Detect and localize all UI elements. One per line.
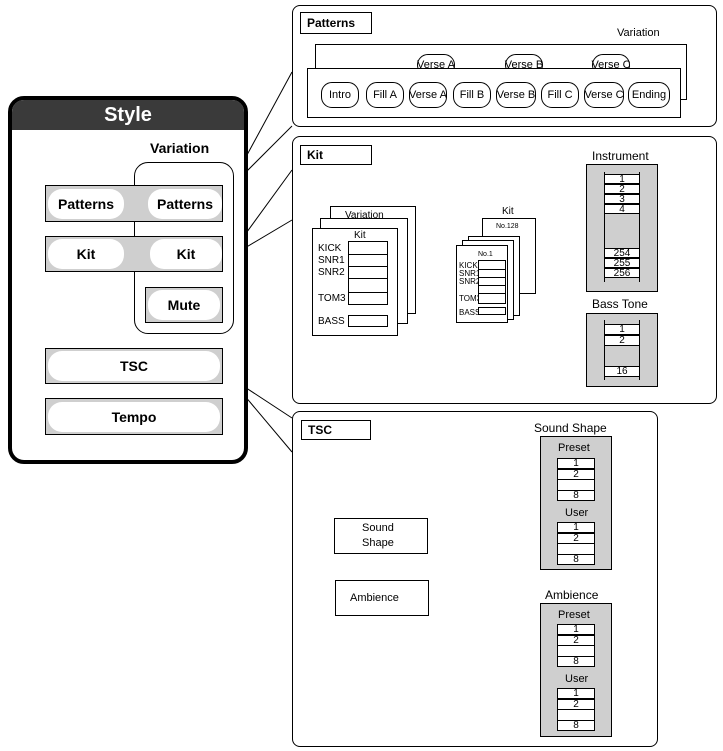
kit-right-row-tom3-label: TOM3	[459, 294, 482, 303]
instrument-item-255[interactable]: 255	[604, 258, 640, 269]
instrument-item-2[interactable]: 2	[604, 184, 640, 195]
sound-shape-user-8[interactable]: 8	[557, 554, 595, 565]
sound-shape-box	[334, 518, 428, 554]
instrument-item-4[interactable]: 4	[604, 204, 640, 215]
style-variation-label: Variation	[150, 140, 210, 156]
ambience-preset-1[interactable]: 1	[557, 624, 595, 635]
kit-no1-label: No.1	[478, 251, 493, 258]
kit-right-row-bass-label: BASS	[459, 308, 481, 317]
instrument-column	[604, 172, 640, 282]
sound-shape-preset-label: Preset	[558, 442, 590, 454]
instrument-item-254[interactable]: 254	[604, 248, 640, 259]
sound-shape-preset-2[interactable]: 2	[557, 469, 595, 480]
ambience-user-label: User	[565, 673, 589, 685]
kit-right-bass-slot	[478, 307, 506, 315]
pattern-fill-b[interactable]: Fill B	[453, 82, 491, 108]
ambience-box	[335, 580, 429, 616]
patterns-right-button[interactable]: Patterns	[148, 189, 222, 219]
kit-panel-title: Kit	[300, 145, 372, 165]
kit-right-kit-label: Kit	[502, 206, 514, 217]
pattern-verse-c[interactable]: Verse C	[584, 82, 624, 108]
sound-shape-user-2[interactable]: 2	[557, 533, 595, 544]
instrument-item-1[interactable]: 1	[604, 174, 640, 185]
tsc-button[interactable]: TSC	[48, 351, 220, 381]
kit-variation-label: Variation	[345, 210, 384, 221]
ambience-user-2[interactable]: 2	[557, 699, 595, 710]
instrument-item-3[interactable]: 3	[604, 194, 640, 205]
bass-tone-title: Bass Tone	[592, 297, 648, 311]
instrument-title: Instrument	[592, 149, 649, 163]
kit-no128-label: No.128	[496, 223, 519, 230]
bass-tone-column	[604, 320, 640, 380]
patterns-left-button[interactable]: Patterns	[48, 189, 124, 219]
kit-right-row-snr2-label: SNR2	[459, 277, 481, 286]
kit-right-row-snr1-label: SNR1	[459, 269, 481, 278]
kit-left-kit-label: Kit	[354, 230, 366, 241]
sound-shape-box-line1: Sound	[362, 522, 394, 534]
kit-left-row-snr1-label: SNR1	[318, 255, 345, 266]
kit-left-row-tom3-label: TOM3	[318, 293, 346, 304]
style-title-bar	[12, 100, 244, 130]
sound-shape-list-title: Sound Shape	[534, 421, 607, 435]
patterns-variation-label: Variation	[617, 27, 660, 39]
sound-shape-preset-1[interactable]: 1	[557, 458, 595, 469]
ambience-preset-label: Preset	[558, 609, 590, 621]
sound-shape-preset-gap	[557, 480, 595, 490]
ambience-user-gap	[557, 710, 595, 720]
ambience-box-label: Ambience	[350, 592, 399, 604]
sound-shape-preset-8[interactable]: 8	[557, 490, 595, 501]
tempo-button[interactable]: Tempo	[48, 402, 220, 432]
bass-tone-item-16[interactable]: 16	[604, 366, 640, 377]
patterns-front-frame	[307, 68, 681, 118]
kit-left-row-bass-label: BASS	[318, 316, 345, 327]
bass-tone-item-1[interactable]: 1	[604, 324, 640, 335]
ambience-preset-8[interactable]: 8	[557, 656, 595, 667]
pattern-fill-c[interactable]: Fill C	[541, 82, 579, 108]
pattern-ending[interactable]: Ending	[628, 82, 670, 108]
pattern-fill-a[interactable]: Fill A	[366, 82, 404, 108]
patterns-panel-title: Patterns	[300, 12, 372, 34]
ambience-preset-gap	[557, 646, 595, 656]
instrument-item-256[interactable]: 256	[604, 268, 640, 279]
tsc-panel-title: TSC	[301, 420, 371, 440]
ambience-user-8[interactable]: 8	[557, 720, 595, 731]
ambience-user-1[interactable]: 1	[557, 688, 595, 699]
style-title: Style	[104, 104, 152, 126]
mute-button[interactable]: Mute	[148, 290, 220, 320]
kit-left-button[interactable]: Kit	[48, 239, 124, 269]
sound-shape-box-line2: Shape	[362, 537, 394, 549]
kit-left-row-kick-label: KICK	[318, 243, 342, 254]
kit-left-slots	[348, 241, 388, 305]
pattern-verse-b[interactable]: Verse B	[496, 82, 536, 108]
sound-shape-user-label: User	[565, 507, 589, 519]
kit-right-slots	[478, 260, 506, 304]
kit-left-bass-slot	[348, 315, 388, 327]
sound-shape-user-1[interactable]: 1	[557, 522, 595, 533]
kit-right-row-kick-label: KICK	[459, 261, 478, 270]
kit-right-button[interactable]: Kit	[150, 239, 222, 269]
kit-left-row-snr2-label: SNR2	[318, 267, 345, 278]
pattern-verse-a[interactable]: Verse A	[409, 82, 447, 108]
ambience-preset-2[interactable]: 2	[557, 635, 595, 646]
pattern-intro[interactable]: Intro	[321, 82, 359, 108]
sound-shape-user-gap	[557, 544, 595, 554]
ambience-list-title: Ambience	[545, 588, 599, 602]
bass-tone-item-2[interactable]: 2	[604, 335, 640, 346]
